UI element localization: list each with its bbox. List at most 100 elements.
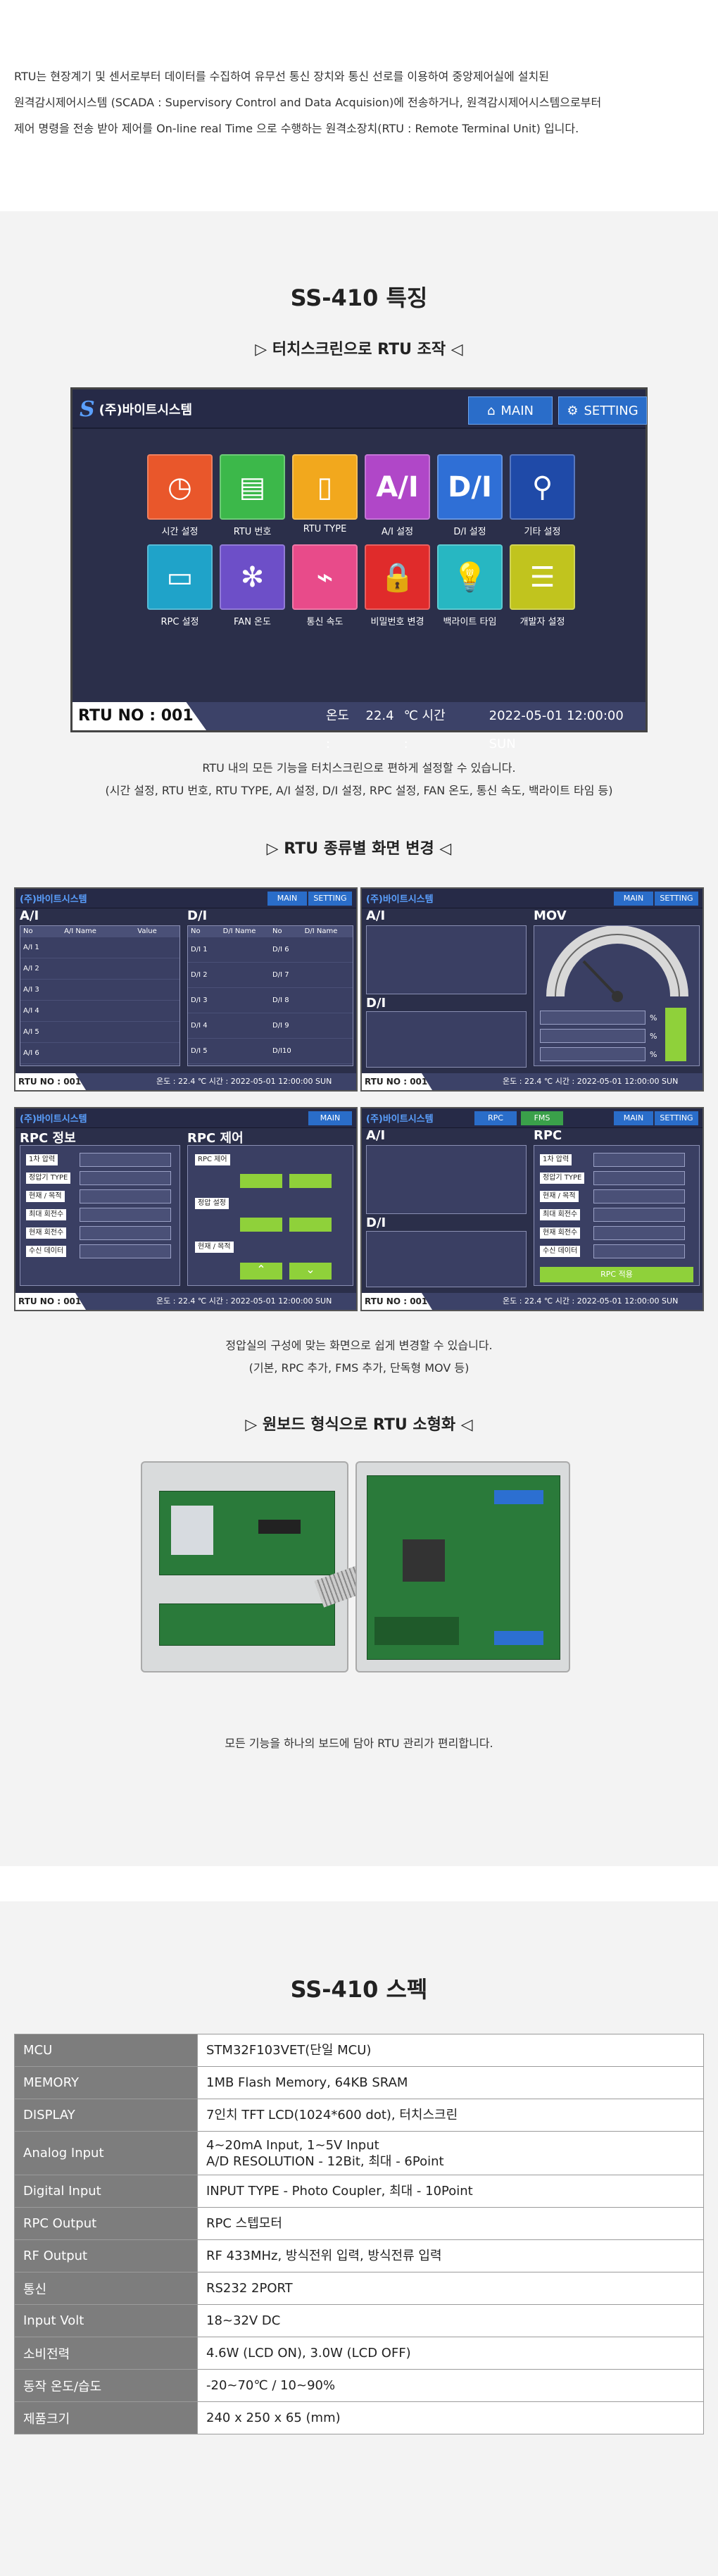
menu-tile-icon: ◷ bbox=[147, 454, 213, 520]
rpc-info-title: RPC 정보 bbox=[20, 1131, 76, 1146]
main-board bbox=[367, 1475, 560, 1660]
menu-tile-label: A/I 설정 bbox=[381, 527, 414, 537]
menu-tile-2-6[interactable]: ☰개발자 설정 bbox=[510, 544, 575, 627]
rpc-fms-field-label: 정압기 TYPE bbox=[540, 1173, 585, 1184]
ai-row: A/I 2 bbox=[20, 958, 180, 980]
menu-tile-2-2[interactable]: ✻FAN 온도 bbox=[220, 544, 285, 627]
touch-caption-line-2: (시간 설정, RTU 번호, RTU TYPE, A/I 설정, D/I 설정… bbox=[105, 784, 613, 797]
mov-gauge-panel: % % % bbox=[534, 925, 700, 1066]
screen-fms: (주)바이트시스템 RPC FMS MAIN SETTING A/I RPC D… bbox=[360, 1107, 704, 1311]
rpc-btn-1[interactable] bbox=[240, 1174, 282, 1188]
menu-row-2: ▭RPC 설정✻FAN 온도⌁통신 속도🔒비밀번호 변경💡백라이트 타임☰개발자… bbox=[147, 544, 577, 627]
spec-value: 18~32V DC bbox=[197, 2304, 704, 2337]
rpc-control-label: RPC 제어 bbox=[195, 1154, 230, 1165]
mini-main-button[interactable]: MAIN bbox=[267, 892, 307, 906]
menu-tile-2-3[interactable]: ⌁통신 속도 bbox=[292, 544, 358, 627]
menu-tile-2-4[interactable]: 🔒비밀번호 변경 bbox=[365, 544, 430, 627]
setting-button-label: SETTING bbox=[584, 403, 638, 418]
mini-footer-rpc: RTU NO : 001 온도 : 22.4 ℃ 시간 : 2022-05-01… bbox=[15, 1293, 356, 1310]
rpc-apply-button[interactable]: RPC 적용 bbox=[540, 1267, 693, 1282]
mini-rtu-number: RTU NO : 001 bbox=[15, 1073, 86, 1090]
mini-setting-button[interactable]: SETTING bbox=[308, 892, 352, 906]
menu-tile-label: RTU TYPE bbox=[303, 524, 347, 534]
rpc-fms-field-label: 최대 회전수 bbox=[540, 1209, 581, 1220]
rpc-btn-3[interactable] bbox=[240, 1218, 282, 1232]
logo-mark: S bbox=[80, 396, 95, 422]
rpc-btn-2[interactable] bbox=[289, 1174, 332, 1188]
temp-value: 22.4 bbox=[365, 708, 394, 723]
col-no: No bbox=[23, 927, 33, 935]
rpc-btn-4[interactable] bbox=[289, 1218, 332, 1232]
tab-fms[interactable]: FMS bbox=[521, 1111, 563, 1125]
mini-main-button-rpc[interactable]: MAIN bbox=[308, 1111, 352, 1125]
main-button[interactable]: ⌂ MAIN bbox=[468, 396, 553, 425]
chevron-down-icon: ⌄ bbox=[306, 1263, 315, 1276]
mov-field-2 bbox=[540, 1029, 645, 1043]
rtu-number: RTU NO : 001 bbox=[73, 702, 206, 730]
power-section bbox=[374, 1617, 459, 1645]
mini-header-mov: (주)바이트시스템 MAIN SETTING bbox=[362, 889, 703, 908]
ai-row: A/I 5 bbox=[20, 1022, 180, 1043]
home-icon: ⌂ bbox=[486, 403, 496, 418]
rpc-info-field-label: 현재 / 목적 bbox=[26, 1191, 65, 1202]
case-front-cover bbox=[141, 1461, 348, 1672]
mini-logo: (주)바이트시스템 bbox=[20, 894, 87, 905]
rpc-info-field-label: 최대 회전수 bbox=[26, 1209, 67, 1220]
mov-apply-button[interactable] bbox=[665, 1008, 686, 1061]
menu-tile-2-5[interactable]: 💡백라이트 타임 bbox=[437, 544, 503, 627]
rpc-fms-field-value bbox=[593, 1208, 685, 1222]
setting-button[interactable]: ⚙ SETTING bbox=[558, 396, 647, 425]
rpc-fms-field-value bbox=[593, 1226, 685, 1240]
ai-title-fms: A/I bbox=[366, 1128, 386, 1143]
spec-key: Input Volt bbox=[14, 2304, 198, 2337]
menu-tile-1-2[interactable]: ▤RTU 번호 bbox=[220, 454, 285, 537]
spec-value: RPC 스텝모터 bbox=[197, 2207, 704, 2240]
temp-unit-time-label: ℃ 시간 : bbox=[403, 708, 446, 751]
mini-setting-button-fms[interactable]: SETTING bbox=[655, 1111, 698, 1125]
mini-rtu-number-mov: RTU NO : 001 bbox=[362, 1073, 432, 1090]
percent-2: % bbox=[650, 1032, 657, 1041]
rpc-down-button[interactable]: ⌄ bbox=[289, 1263, 332, 1280]
col-no-left: No bbox=[191, 927, 201, 935]
mini-logo-mov: (주)바이트시스템 bbox=[366, 894, 434, 905]
menu-tile-1-6[interactable]: ⚲기타 설정 bbox=[510, 454, 575, 537]
tab-rpc[interactable]: RPC bbox=[474, 1111, 517, 1125]
logo-text: (주)바이트시스템 bbox=[99, 403, 193, 418]
spec-value-line-1: 240 x 250 x 65 (mm) bbox=[206, 2411, 341, 2425]
terminal-block-1 bbox=[494, 1490, 543, 1504]
di-left: D/I 1 bbox=[191, 946, 208, 954]
spec-key: MEMORY bbox=[14, 2066, 198, 2099]
intro-line-3: 제어 명령을 전송 받아 제어를 On-line real Time 으로 수행… bbox=[14, 122, 579, 135]
menu-tile-1-1[interactable]: ◷시간 설정 bbox=[147, 454, 213, 537]
rpc-fms-field-value bbox=[593, 1153, 685, 1167]
spec-value-line-2: A/D RESOLUTION - 12Bit, 최대 - 6Point bbox=[206, 2153, 444, 2169]
board-caption: 모든 기능을 하나의 보드에 담아 RTU 관리가 편리합니다. bbox=[225, 1737, 493, 1750]
menu-tile-label: 개발자 설정 bbox=[519, 617, 565, 627]
di-left: D/I 2 bbox=[191, 971, 208, 979]
menu-tile-1-3[interactable]: ▯RTU TYPE bbox=[292, 454, 358, 537]
mini-setting-button-mov[interactable]: SETTING bbox=[655, 892, 698, 906]
type-subtitle: ▷ RTU 종류별 화면 변경 ◁ bbox=[266, 840, 452, 858]
lcd-module bbox=[171, 1506, 213, 1555]
di-right: D/I10 bbox=[272, 1047, 291, 1055]
board-subtitle: ▷ 원보드 형식으로 RTU 소형화 ◁ bbox=[245, 1416, 473, 1434]
mini-main-button-mov[interactable]: MAIN bbox=[614, 892, 653, 906]
rpc-up-button[interactable]: ⌃ bbox=[240, 1263, 282, 1280]
menu-tile-2-1[interactable]: ▭RPC 설정 bbox=[147, 544, 213, 627]
touch-caption: RTU 내의 모든 기능을 터치스크린으로 편하게 설정할 수 있습니다. (시… bbox=[0, 757, 718, 802]
spec-key: Analog Input bbox=[14, 2131, 198, 2175]
mini-main-button-fms[interactable]: MAIN bbox=[614, 1111, 653, 1125]
display-connector bbox=[258, 1520, 301, 1534]
spec-value: 240 x 250 x 65 (mm) bbox=[197, 2401, 704, 2434]
rpc-fms-field-value bbox=[593, 1244, 685, 1258]
menu-tile-icon: 💡 bbox=[437, 544, 503, 610]
specs-title: SS-410 스펙 bbox=[290, 1976, 428, 2003]
ai-row: A/I 4 bbox=[20, 1001, 180, 1022]
